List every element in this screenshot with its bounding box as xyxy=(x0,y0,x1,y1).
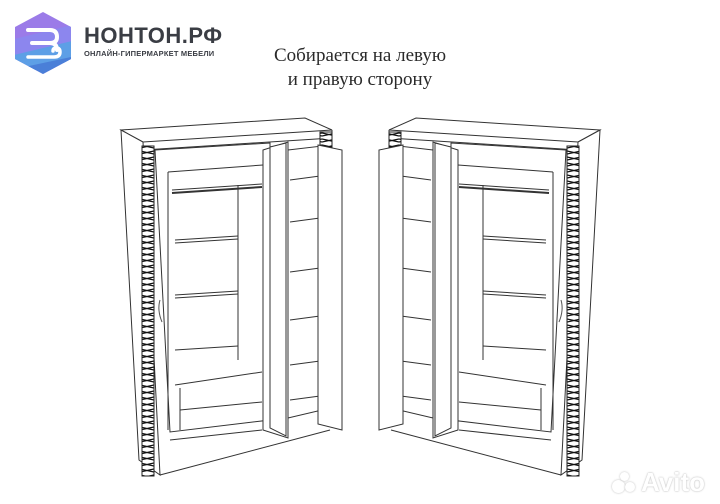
caption-line-1: Собирается на левую xyxy=(273,45,447,66)
avito-watermark: Avito xyxy=(612,467,705,498)
caption: Собирается на левую и правую сторону xyxy=(240,44,480,92)
avito-dots-icon xyxy=(612,471,638,494)
caption-line-2: и правую сторону xyxy=(287,69,433,90)
brand-block: НОНТОН.РФ ОНЛАЙН-ГИПЕРМАРКЕТ МЕБЕЛИ xyxy=(84,23,223,59)
avito-text: Avito xyxy=(641,467,706,497)
wardrobe-right-assembly xyxy=(378,117,602,477)
wardrobe-left-assembly xyxy=(119,117,343,477)
hexagon-logo-icon xyxy=(15,12,71,74)
brand-name: НОНТОН.РФ xyxy=(84,23,223,48)
brand-tagline: ОНЛАЙН-ГИПЕРМАРКЕТ МЕБЕЛИ xyxy=(84,49,215,58)
